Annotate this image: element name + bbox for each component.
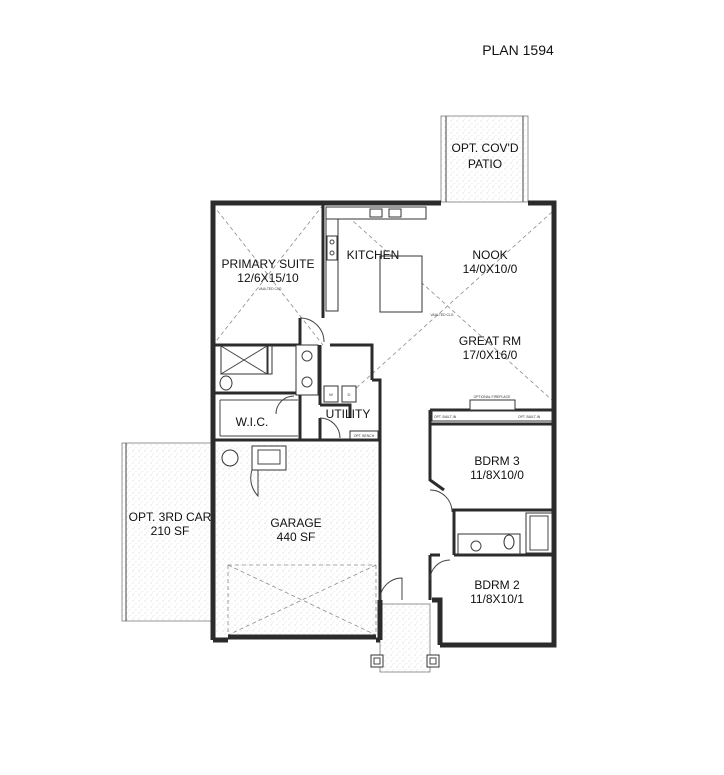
wic-shelves [219, 399, 298, 437]
third-car-garage: OPT. 3RD CAR 210 SF [121, 442, 212, 622]
laundry: W D OPT. BENCH [323, 385, 379, 440]
wic-name: W.I.C. [236, 415, 269, 429]
primary-suite-name: PRIMARY SUITE [222, 257, 315, 271]
washer-label: W [329, 392, 333, 397]
optional-fireplace-label: OPTIONAL FIREPLACE [474, 395, 512, 399]
patio-label-line1: OPT. COV'D [452, 141, 519, 155]
bedroom2-name: BDRM 2 [474, 578, 520, 592]
garage-fixtures [221, 445, 287, 498]
bedroom3-dims: 11/8X10/0 [470, 468, 524, 482]
third-car-label-line1: OPT. 3RD CAR [129, 510, 212, 524]
room-labels: PRIMARY SUITE 12/6X15/10 VAULTED CLG KIT… [222, 248, 525, 606]
patio: OPT. COV'D PATIO [440, 115, 529, 203]
garage-name: GARAGE [270, 516, 321, 530]
nook-name: NOOK [472, 248, 507, 262]
door-swings [275, 317, 453, 601]
dryer-label: D [348, 392, 351, 397]
front-porch [370, 603, 440, 673]
builtins-strip: OPT. BUILT-IN OPT. BUILT-IN OPTIONAL FIR… [431, 395, 553, 422]
primary-suite-dims: 12/6X15/10 [237, 271, 299, 285]
great-room-name: GREAT RM [459, 334, 521, 348]
plan-title: PLAN 1594 [482, 42, 554, 58]
primary-suite-note: VAULTED CLG [258, 287, 281, 291]
bath-fixtures [219, 344, 553, 555]
bedroom3-name: BDRM 3 [474, 454, 520, 468]
great-room-dims: 17/0X16/0 [463, 348, 518, 362]
great-room-note: VAULTED CLG [430, 313, 453, 317]
utility-name: UTILITY [326, 407, 371, 421]
third-car-label-line2: 210 SF [151, 524, 190, 538]
nook-dims: 14/0X10/0 [463, 262, 518, 276]
garage-area: 440 SF [277, 530, 316, 544]
builtin-left-label: OPT. BUILT-IN [434, 415, 457, 419]
garage-slab [213, 445, 378, 635]
patio-label-line2: PATIO [468, 157, 502, 171]
builtin-right-label: OPT. BUILT-IN [518, 415, 541, 419]
bedroom2-dims: 11/8X10/1 [470, 592, 524, 606]
kitchen-name: KITCHEN [347, 248, 400, 262]
opt-bench-label: OPT. BENCH [354, 434, 375, 438]
kitchen-fixtures [325, 206, 427, 313]
